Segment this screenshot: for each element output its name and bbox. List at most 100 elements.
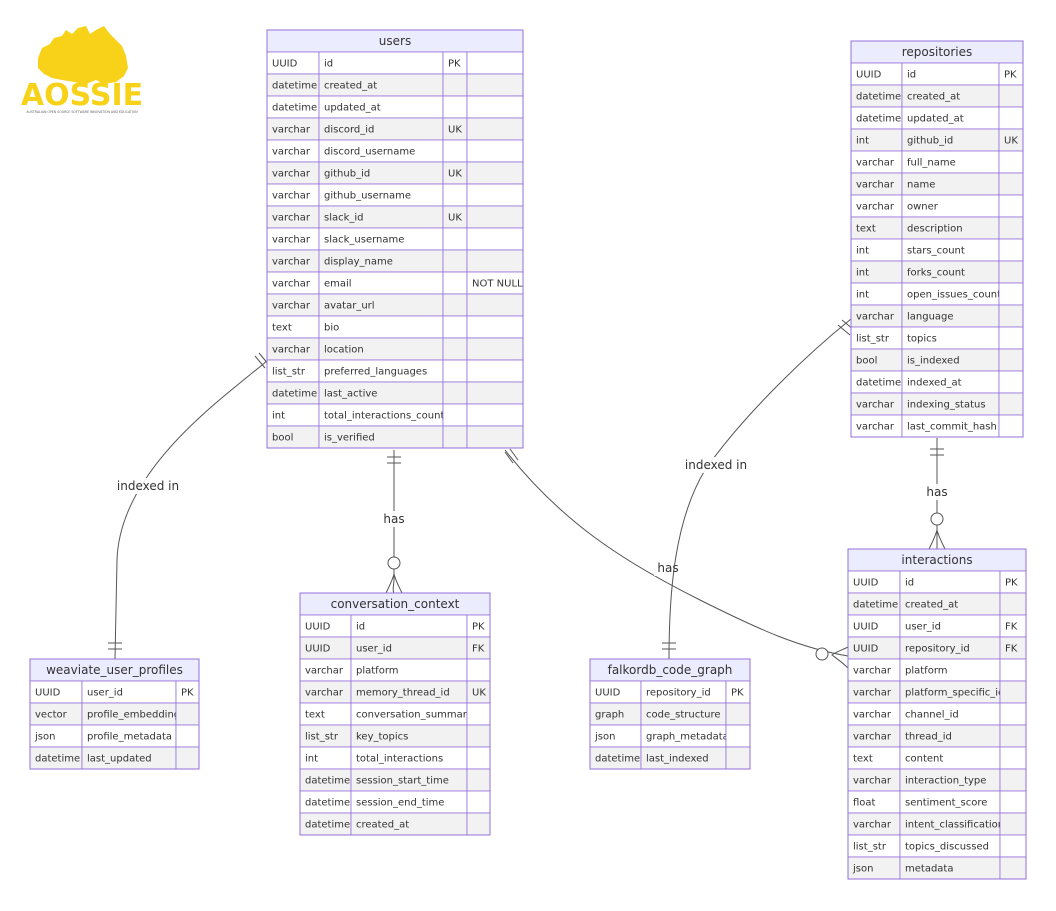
relation-label: has <box>926 485 947 499</box>
attribute-type: varchar <box>272 213 311 224</box>
attribute-type: UUID <box>853 578 879 589</box>
attribute-name: github_id <box>324 169 370 180</box>
attribute-cell <box>466 658 491 682</box>
attribute-name: discord_id <box>324 125 374 136</box>
attribute-name: github_id <box>907 136 953 147</box>
attribute-type: datetime <box>272 389 317 400</box>
attribute-name: indexed_at <box>907 378 962 389</box>
aossie-logo: AOSSIE AUSTRALIAN OPEN SOURCE SOFTWARE I… <box>21 26 143 114</box>
attribute-type: datetime <box>856 114 901 125</box>
attribute-type: varchar <box>856 312 895 323</box>
attribute-type: varchar <box>853 710 892 721</box>
attribute-name: created_at <box>324 81 377 92</box>
attribute-cell <box>442 139 468 163</box>
attribute-cell <box>466 746 491 770</box>
attribute-type: varchar <box>272 235 311 246</box>
attribute-name: content <box>905 754 943 765</box>
attribute-name: repository_id <box>646 688 711 699</box>
attribute-constraint: NOT NULL <box>472 279 523 290</box>
attribute-cell <box>999 746 1027 770</box>
attribute-name: description <box>907 224 963 235</box>
attribute-name: topics_discussed <box>905 842 989 853</box>
attribute-name: created_at <box>907 92 960 103</box>
attribute-cell <box>466 73 524 97</box>
attribute-cell <box>466 403 524 427</box>
attribute-name: id <box>907 70 916 81</box>
attribute-type: list_str <box>272 367 306 378</box>
attribute-name: total_interactions_count <box>324 411 444 422</box>
logo-tagline: AUSTRALIAN OPEN SOURCE SOFTWARE INNOVATI… <box>26 110 138 114</box>
attribute-cell <box>442 293 468 317</box>
relation-label-bg <box>380 511 408 527</box>
cardinality-zero-mark <box>930 512 944 526</box>
attribute-cell <box>442 403 468 427</box>
entity-title: repositories <box>902 45 973 59</box>
attribute-cell <box>998 172 1024 196</box>
attribute-cell <box>725 724 751 748</box>
attribute-name: language <box>907 312 954 323</box>
attribute-cell <box>442 249 468 273</box>
entity-border <box>299 592 491 836</box>
entity-border <box>266 29 524 449</box>
attribute-cell <box>725 702 751 726</box>
cardinality-one-mark <box>254 355 266 369</box>
attribute-type: varchar <box>856 158 895 169</box>
attribute-type: json <box>594 732 615 743</box>
attribute-type: datetime <box>272 103 317 114</box>
attribute-name: stars_count <box>907 246 965 257</box>
attribute-name: user_id <box>905 622 941 633</box>
attribute-type: varchar <box>272 257 311 268</box>
attribute-type: text <box>272 323 292 334</box>
attribute-name: user_id <box>356 644 392 655</box>
attribute-key: UK <box>448 213 462 224</box>
attribute-cell <box>466 183 524 207</box>
attribute-name: interaction_type <box>905 776 986 787</box>
attribute-name: created_at <box>356 820 409 831</box>
attribute-type: graph <box>595 710 624 721</box>
attribute-cell <box>899 570 1001 594</box>
attribute-cell <box>466 812 491 836</box>
attribute-type: UUID <box>853 644 879 655</box>
attribute-type: varchar <box>853 666 892 677</box>
attribute-name: indexing_status <box>907 400 986 411</box>
cardinality-many-mark <box>831 646 849 669</box>
attribute-cell <box>999 856 1027 880</box>
attribute-name: open_issues_count <box>907 290 1001 301</box>
attribute-type: int <box>856 268 869 279</box>
attribute-cell <box>998 84 1024 108</box>
relation-line <box>668 318 852 660</box>
attribute-key: PK <box>181 688 194 699</box>
entity-title: users <box>379 34 411 48</box>
cardinality-one-mark <box>504 451 514 464</box>
attribute-type: list_str <box>853 842 887 853</box>
attribute-type: datetime <box>305 820 350 831</box>
attribute-type: varchar <box>272 345 311 356</box>
entity-title: weaviate_user_profiles <box>46 663 183 677</box>
attribute-name: topics <box>907 334 937 345</box>
attribute-cell <box>442 381 468 405</box>
attribute-cell <box>466 51 524 75</box>
attribute-cell <box>466 293 524 317</box>
attribute-cell <box>466 95 524 119</box>
attribute-cell <box>442 73 468 97</box>
attribute-name: session_end_time <box>356 798 444 809</box>
